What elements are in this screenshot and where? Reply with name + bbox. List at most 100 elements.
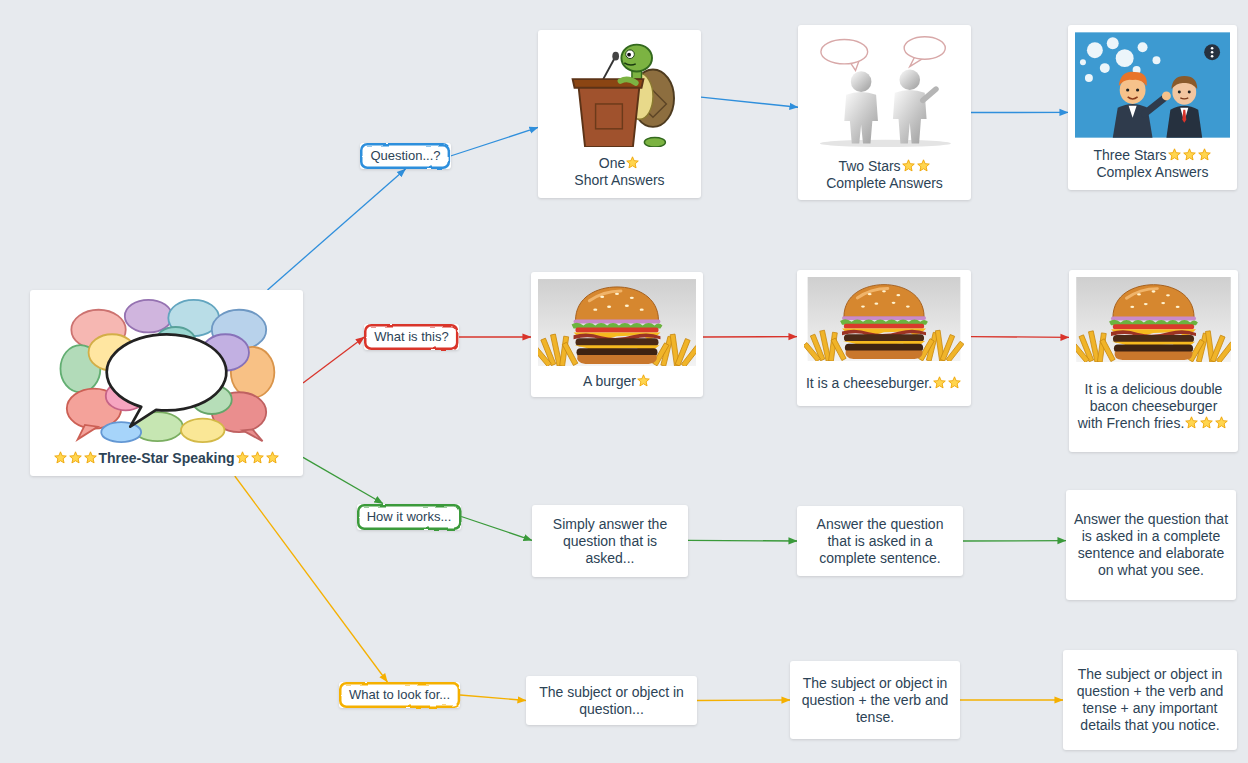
text-group: It is a delicious double bacon cheesebur… <box>1076 368 1231 445</box>
text-line: One <box>545 155 694 172</box>
node-text: Question...? <box>370 148 440 163</box>
illustration <box>1075 32 1230 138</box>
text-group: Simply answer the question that is asked… <box>539 516 681 567</box>
star-icon <box>902 159 915 172</box>
node-text: Short Answers <box>574 172 664 188</box>
step-box: Simply answer the question that is asked… <box>532 505 688 577</box>
example-card: It is a cheeseburger. <box>797 270 971 406</box>
node-text: Two Stars <box>838 158 900 174</box>
text-group: What is this? <box>374 329 448 345</box>
text-line: Two Stars <box>805 158 964 175</box>
node-text: Complex Answers <box>1096 164 1208 180</box>
text-line: Complex Answers <box>1075 164 1230 181</box>
prompt-label: What to look for... <box>339 682 460 708</box>
star-icon <box>626 156 639 169</box>
text-line: It is a delicious double bacon cheesebur… <box>1076 381 1231 432</box>
star-icon <box>1200 416 1213 429</box>
arrow-connector <box>963 540 1066 542</box>
text-line: Simply answer the question that is asked… <box>539 516 681 567</box>
node-text: A burger <box>583 373 636 389</box>
node-text: The subject or object in question... <box>539 684 684 717</box>
star-icon <box>948 376 961 389</box>
text-line: Three-Star Speaking <box>38 450 295 467</box>
star-icon <box>1168 148 1181 161</box>
star-icon <box>1198 148 1211 161</box>
illustration <box>1076 277 1231 362</box>
illustration <box>545 37 694 147</box>
arrow-connector <box>451 127 538 156</box>
arrow-connector <box>303 457 383 503</box>
text-group: The subject or object in question + the … <box>1070 666 1230 734</box>
star-icon <box>1168 148 1181 161</box>
node-text: What is this? <box>374 329 448 344</box>
text-line: The subject or object in question... <box>533 684 690 718</box>
arrow-connector <box>960 699 1063 700</box>
node-text: The subject or object in question + the … <box>1077 666 1224 733</box>
star-icon <box>1215 416 1228 429</box>
arrow-connector <box>461 517 532 541</box>
illustration <box>804 277 964 361</box>
node-text: Complete Answers <box>826 175 943 191</box>
text-group: It is a cheeseburger. <box>804 367 964 399</box>
star-icon <box>266 451 279 464</box>
text-group: Three-Star Speaking <box>38 449 295 468</box>
star-icon <box>933 376 946 389</box>
node-text: It is a delicious double bacon cheesebur… <box>1078 381 1223 431</box>
star-icon <box>84 451 97 464</box>
text-line: Question...? <box>370 148 440 164</box>
star-icon <box>933 376 946 389</box>
example-card: It is a delicious double bacon cheesebur… <box>1069 270 1238 452</box>
text-line: Short Answers <box>545 172 694 189</box>
prompt-label: What is this? <box>364 324 458 350</box>
text-group: The subject or object in question... <box>533 684 690 718</box>
node-text: Three Stars <box>1093 147 1166 163</box>
star-icon <box>69 451 82 464</box>
arrow-connector <box>688 540 797 542</box>
illustration <box>38 298 295 443</box>
node-text: What to look for... <box>349 687 450 702</box>
text-group: Question...? <box>370 148 440 164</box>
step-box: The subject or object in question... <box>526 676 697 725</box>
text-group: Two StarsComplete Answers <box>805 156 964 193</box>
star-icon <box>236 451 249 464</box>
star-icon <box>1185 416 1198 429</box>
arrow-connector <box>459 336 531 337</box>
text-group: What to look for... <box>349 687 450 703</box>
arrow-connector <box>971 112 1068 113</box>
text-group: Three StarsComplex Answers <box>1075 144 1230 183</box>
text-line: How it works... <box>367 509 452 525</box>
title-node: Three-Star Speaking <box>30 290 303 476</box>
star-icon <box>1215 416 1228 429</box>
text-group: The subject or object in question + the … <box>797 675 953 726</box>
example-card: Two StarsComplete Answers <box>798 25 971 200</box>
node-text: Answer the question that is asked in a c… <box>1074 511 1228 578</box>
example-card: A burger <box>531 272 703 397</box>
text-line: It is a cheeseburger. <box>804 375 964 392</box>
text-group: Answer the question that is asked in a c… <box>804 516 956 567</box>
star-icon <box>236 451 249 464</box>
node-text: Simply answer the question that is asked… <box>553 516 667 566</box>
arrow-connector <box>460 695 526 701</box>
text-line: Answer the question that is asked in a c… <box>804 516 956 567</box>
star-icon <box>1185 416 1198 429</box>
star-icon <box>69 451 82 464</box>
prompt-label: Question...? <box>360 143 450 169</box>
star-icon <box>917 159 930 172</box>
arrow-connector <box>268 169 406 290</box>
text-line: What to look for... <box>349 687 450 703</box>
text-line: Answer the question that is asked in a c… <box>1073 511 1229 579</box>
text-line: A burger <box>538 373 696 390</box>
node-text: The subject or object in question + the … <box>802 675 949 725</box>
star-icon <box>948 376 961 389</box>
illustration <box>538 279 696 366</box>
star-icon <box>1183 148 1196 161</box>
star-icon <box>251 451 264 464</box>
text-group: How it works... <box>367 509 452 525</box>
step-box: Answer the question that is asked in a c… <box>797 506 963 576</box>
step-box: The subject or object in question + the … <box>1063 650 1237 750</box>
text-line: The subject or object in question + the … <box>797 675 953 726</box>
arrow-connector <box>971 336 1069 338</box>
star-icon <box>1200 416 1213 429</box>
star-icon <box>1183 148 1196 161</box>
